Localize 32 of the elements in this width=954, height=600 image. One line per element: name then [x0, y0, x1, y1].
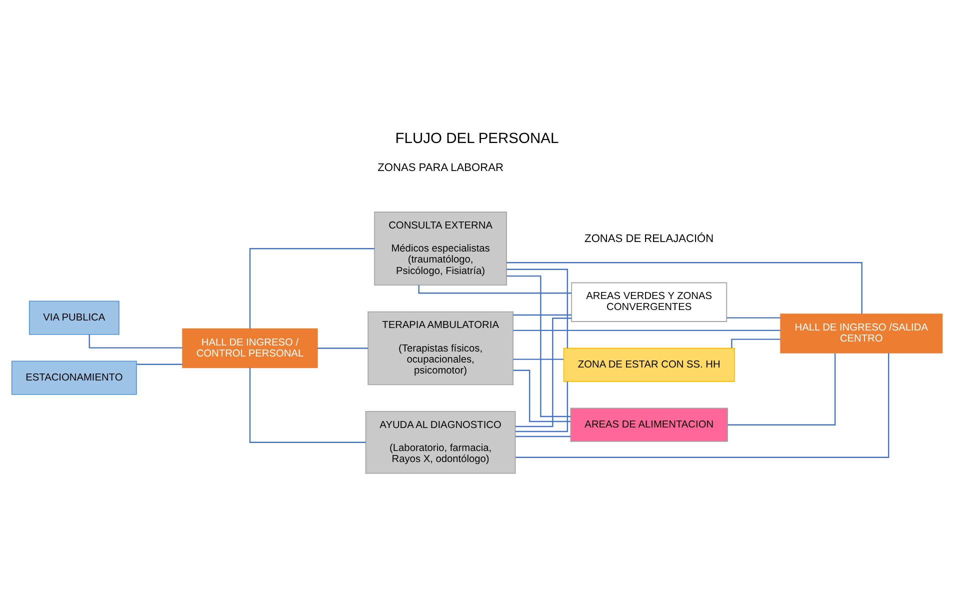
connector [515, 381, 568, 432]
node-box: HALL DE INGRESO /SALIDA CENTRO [780, 313, 943, 353]
connector [249, 248, 374, 328]
connector [731, 338, 780, 348]
connector [516, 352, 890, 458]
connector [513, 314, 572, 316]
connector [506, 274, 571, 417]
connector [506, 268, 568, 348]
node-box: TERAPIA AMBULATORIA (Terapistas físicos, ocupacionales, psicomotor) [368, 310, 514, 385]
connector [136, 363, 182, 365]
connector [515, 317, 572, 427]
connector [516, 435, 571, 437]
node-box: AREAS DE ALIMENTACION [570, 407, 728, 442]
connector [513, 329, 780, 331]
node-box: AYUDA AL DIAGNOSTICO (Laboratorio, farmacia, Rayos X, odontólogo) [365, 410, 516, 474]
connector [317, 347, 368, 348]
node-box: CONSULTA EXTERNA Médicos especialistas (traumatólogo, Psicólogo, Fisiatría) [374, 211, 507, 285]
connector [726, 316, 780, 318]
connector [513, 358, 564, 360]
node-box: VIA PUBLICA [28, 300, 120, 334]
connector [506, 262, 862, 314]
label: ZONAS DE RELAJACIÓN [584, 232, 714, 245]
diagram-title: FLUJO DEL PERSONAL [395, 130, 559, 147]
node-box: HALL DE INGRESO / CONTROL PERSONAL [182, 328, 318, 368]
connector [728, 352, 836, 425]
label: ZONAS PARA LABORAR [378, 162, 504, 174]
node-box: ZONA DE ESTAR CON SS. HH [563, 347, 735, 382]
node-box: ESTACIONAMIENTO [11, 360, 137, 394]
connector [418, 284, 572, 294]
connector [249, 367, 366, 442]
node-box: AREAS VERDES Y ZONAS CONVERGENTES [571, 282, 728, 322]
connector [513, 369, 570, 422]
